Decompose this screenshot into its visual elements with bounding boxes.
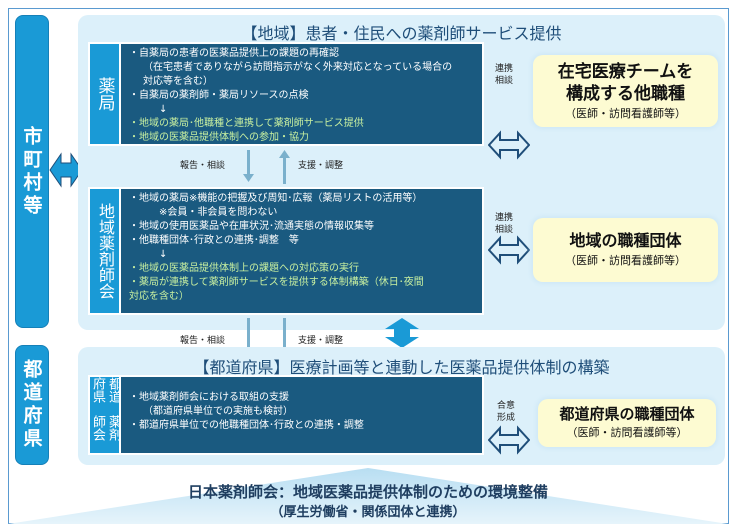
down-arrow-icon: ↓: [159, 104, 168, 115]
report-support-arrows-icon: [247, 318, 286, 358]
text-line: ・地域の医薬品提供体制上の課題への対応策の実行: [129, 263, 359, 274]
prefectural-association-label: 都道府県薬剤師会: [88, 375, 121, 455]
pharmacy-label: 薬局: [88, 42, 120, 146]
text-line: ・都道府県単位での他職種団体･行政との連携・調整: [129, 420, 364, 431]
support-label-1: 支援・調整: [298, 161, 344, 171]
pharmacy-content: ・自薬局の患者の医薬品提供上の課題の再確認 （在宅患者でありながら訪問指示がなく…: [119, 42, 484, 146]
text-line: （在宅患者でありながら訪問指示がなく外来対応となっている場合の: [143, 62, 453, 73]
prefectural-content: ・地域薬剤師会における取組の支援 （都道府県単位での実施も検討） ・都道府県単位…: [119, 375, 484, 455]
text-line: ・自薬局の薬剤師・薬局リソースの点検: [129, 90, 309, 101]
text-line: ・地域の医薬品提供体制への参加・協力: [129, 132, 309, 143]
text-line: ・他職種団体･行政との連携･調整 等: [129, 235, 299, 246]
text-line: 対応等を含む）: [143, 76, 213, 87]
text-line: ・地域薬剤師会における取組の支援: [129, 392, 289, 403]
text-line: ・自薬局の患者の医薬品提供上の課題の再確認: [129, 48, 339, 59]
text-line: ・地域の使用医薬品や在庫状況･流通実態の情報収集等: [129, 221, 374, 232]
regional-title: 【地域】患者・住民への薬剤師サービス提供: [241, 24, 562, 43]
home-care-team-box: 在宅医療チームを 構成する他職種 （医師・訪問看護師等）: [533, 55, 718, 127]
municipal-bar: 市町村等: [15, 15, 49, 328]
vertical-double-arrow-icon: [385, 318, 419, 348]
association-label: 地域薬剤師会: [88, 187, 120, 315]
prefectural-org-box: 都道府県の職種団体 （医師・訪問看護師等）: [538, 399, 716, 447]
national-subtitle: （厚生労働省・関係団体と連携）: [270, 505, 466, 520]
text-line: ※会員・非会員を問わない: [159, 207, 278, 218]
text-line: ・地域の薬局※機能の把握及び周知･広報（薬局リストの活用等）: [129, 193, 423, 204]
prefecture-bar: 都道府県: [15, 345, 49, 465]
consensus-label: 合意形成: [497, 401, 516, 423]
national-title: 日本薬剤師会：地域医薬品提供体制のための環境整備: [187, 483, 548, 501]
local-org-box: 地域の職種団体 （医師・訪問看護師等）: [533, 218, 718, 282]
double-arrow-icon: [488, 425, 530, 455]
report-label-1: 報告・相談: [180, 161, 226, 171]
prefectural-title: 【都道府県】医療計画等と連動した医薬品提供体制の構築: [193, 358, 610, 377]
support-label-2: 支援・調整: [298, 336, 344, 346]
text-line: 対応を含む）: [129, 291, 189, 302]
text-line: （都道府県単位での実施も検討）: [143, 406, 293, 417]
double-arrow-icon: [488, 235, 530, 265]
down-arrow-icon: ↓: [159, 249, 168, 260]
report-support-arrows-icon: [243, 150, 290, 184]
report-label-2: 報告・相談: [180, 336, 226, 346]
link-label-2: 連携相談: [495, 213, 514, 235]
double-arrow-icon: [488, 130, 530, 160]
national-base-shape: [8, 468, 728, 524]
association-content: ・地域の薬局※機能の把握及び周知･広報（薬局リストの活用等） ※会員・非会員を問…: [119, 187, 484, 315]
text-line: ・薬局が連携して薬剤師サービスを提供する体制構築（休日･夜間: [129, 277, 424, 288]
link-label-1: 連携相談: [495, 64, 514, 86]
text-line: ・地域の薬局･他職種と連携して薬剤師サービス提供: [129, 118, 364, 129]
